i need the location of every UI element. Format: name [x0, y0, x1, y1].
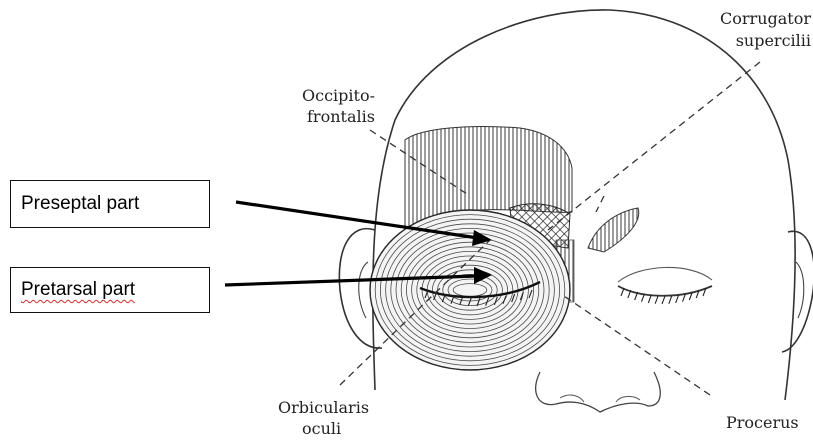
right-ear — [782, 231, 813, 352]
label-orbicularis-line2: oculi — [302, 419, 341, 438]
nose — [536, 372, 661, 412]
label-corrugator-line2: supercilii — [736, 31, 811, 50]
left-ear-inner — [359, 262, 368, 318]
eyelash — [662, 296, 665, 304]
callout-preseptal: Preseptal part — [10, 180, 210, 228]
eyelash — [648, 295, 651, 303]
callout-preseptal-text: Preseptal part — [21, 193, 139, 215]
brow-right — [588, 208, 639, 252]
leader-procerus — [564, 296, 710, 395]
label-corrugator-line1: Corrugator — [720, 9, 811, 28]
label-occipito-line1: Occipito- — [302, 86, 375, 105]
orbicularis-oculi-muscle — [370, 210, 570, 370]
upper-lid-right — [618, 267, 712, 282]
label-procerus: Procerus — [726, 413, 799, 432]
label-occipito-line2: frontalis — [307, 107, 375, 126]
eyelash — [676, 295, 679, 303]
callout-pretarsal-text: Pretarsal part — [21, 279, 135, 301]
eyelash — [669, 296, 672, 304]
label-orbicularis-line1: Orbicularis — [278, 398, 369, 417]
eyelash — [655, 296, 658, 304]
right-ear-inner — [796, 262, 804, 318]
callout-pretarsal: Pretarsal part — [10, 267, 210, 313]
nostril-right — [616, 396, 640, 402]
leader-procerus-2 — [596, 196, 604, 212]
nostril-left — [560, 395, 584, 402]
leader-corrugator — [548, 62, 760, 230]
